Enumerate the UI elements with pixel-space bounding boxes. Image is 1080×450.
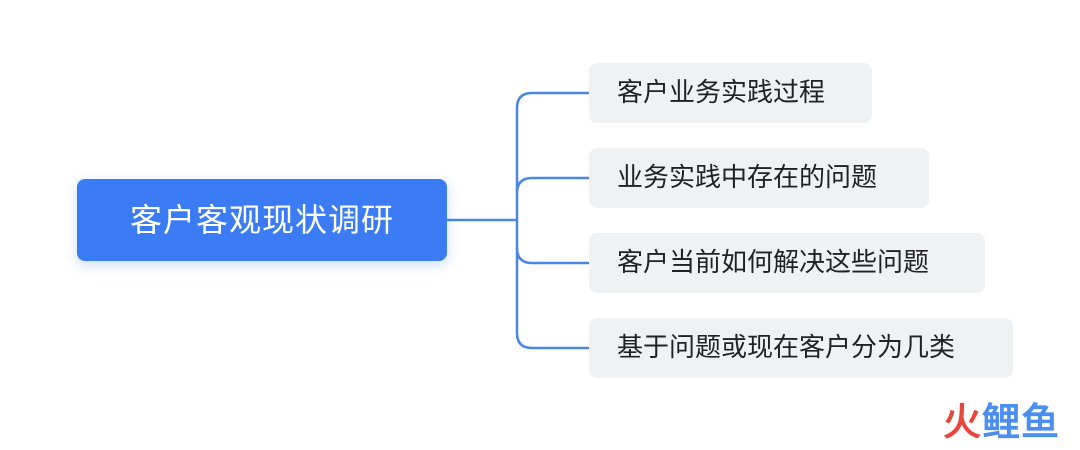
child-node-2[interactable]: 业务实践中存在的问题 [589,148,929,208]
connector-branch-2 [515,176,589,194]
root-node[interactable]: 客户客观现状调研 [77,179,447,261]
child-node-4[interactable]: 基于问题或现在客户分为几类 [589,318,1013,378]
watermark-logo: 火鲤鱼 [943,400,1060,444]
watermark-part-1: 火 [942,400,982,444]
connector-vertical [515,91,533,350]
child-node-3[interactable]: 客户当前如何解决这些问题 [589,233,985,293]
connector-branch-3 [515,247,589,265]
watermark-part-2: 鲤鱼 [981,400,1060,444]
child-node-1[interactable]: 客户业务实践过程 [589,63,872,123]
